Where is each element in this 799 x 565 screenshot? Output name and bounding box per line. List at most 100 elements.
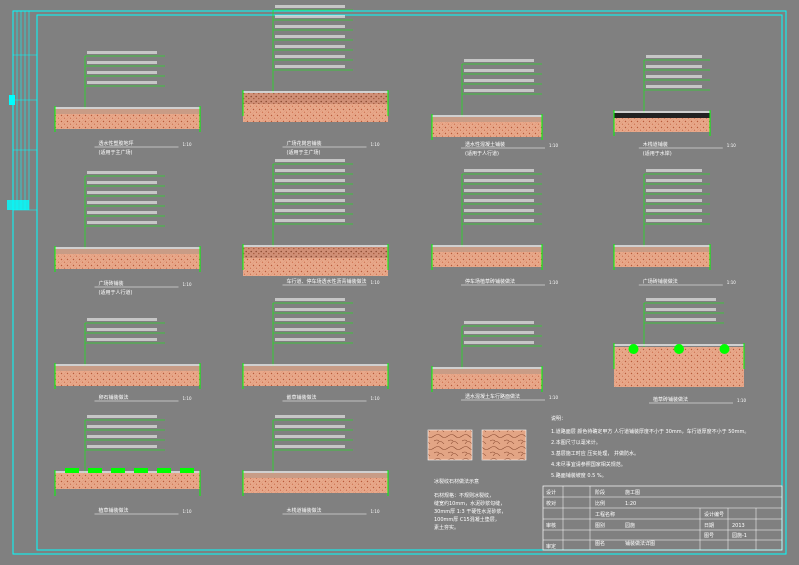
leader-text-mark (275, 169, 345, 172)
section-title: 木栈道铺装做法 (287, 507, 322, 514)
base-layer (55, 254, 200, 269)
surface-layer (55, 109, 200, 114)
block-symbol (88, 468, 102, 473)
leader-text-mark (464, 59, 534, 62)
stone-note-title: 冰裂纹石材做法示意 (434, 478, 479, 485)
section-scale: 1:10 (727, 143, 736, 148)
leader-text-mark (646, 55, 702, 58)
leader-text-mark (87, 425, 157, 428)
section-scale: 1:10 (549, 143, 558, 148)
surface-layer (614, 247, 710, 252)
section-scale: 1:10 (727, 280, 736, 285)
grass-symbol (628, 344, 639, 354)
section-scale: 1:10 (737, 398, 746, 403)
section-subtitle: (适用于人行道) (465, 150, 499, 157)
leader-text-mark (275, 338, 345, 341)
surface-layer (243, 473, 388, 478)
gravel-layer (243, 93, 388, 104)
section-title: 广场砖铺装 (99, 280, 124, 287)
leader-text-mark (275, 415, 345, 418)
stone-sample-b (481, 429, 527, 461)
note-line: 1.道路面层 颜色待确定甲方 人行道铺装厚度不小于 30mm，车行道厚度不小于 … (551, 428, 749, 435)
outer-frame (12, 10, 787, 555)
tb-label: 审核 (546, 522, 556, 529)
tb-label: 审定 (546, 543, 556, 550)
leader-text-mark (464, 331, 534, 334)
stone-note-line: 100mm厚 C15混凝土垫层， (434, 516, 500, 523)
deck-layer (614, 113, 710, 118)
section-title: 透水性混凝土铺装 (465, 141, 505, 148)
leader-text-mark (87, 445, 157, 448)
leader-text-mark (275, 435, 345, 438)
note-line: 4.未尽事宜请参照国家相关规范。 (551, 461, 626, 468)
leader-text-mark (275, 209, 345, 212)
leader-text-mark (87, 191, 157, 194)
leader-text-mark (275, 298, 345, 301)
leader-text-mark (464, 89, 534, 92)
section-subtitle: (适用于人行道) (99, 289, 133, 296)
leader-text-mark (646, 219, 702, 222)
leader-text-mark (275, 445, 345, 448)
base-layer (55, 371, 200, 386)
leader-text-mark (87, 81, 157, 84)
leader-text-mark (87, 221, 157, 224)
section-title: 卵石铺装做法 (99, 394, 129, 401)
section-title: 透水混凝土车行路面做法 (465, 393, 520, 400)
block-symbol (157, 468, 171, 473)
section-title: 车行道、停车场透水性沥青铺装做法 (287, 278, 367, 285)
leader-text-mark (646, 85, 702, 88)
note-line: 3.基层施工时应 压实处理， 并做防水。 (551, 450, 639, 457)
leader-text-mark (464, 209, 534, 212)
base-layer (432, 374, 542, 389)
leader-text-mark (87, 338, 157, 341)
tb-stage-value: 施工图 (625, 489, 640, 496)
notes-heading: 说明： (551, 415, 566, 422)
leader-text-mark (275, 219, 345, 222)
leader-text-mark (87, 318, 157, 321)
section-title: 广场花岗岩铺装 (287, 140, 322, 147)
notes-block: 说明： 1.道路面层 颜色待确定甲方 人行道铺装厚度不小于 30mm，车行道厚度… (551, 415, 749, 479)
leader-text-mark (646, 179, 702, 182)
leader-text-mark (87, 181, 157, 184)
stone-note-line: 30mm厚 1:3 干硬性水泥砂浆， (434, 508, 506, 515)
inner-frame (36, 14, 783, 551)
base-layer (243, 104, 388, 122)
leader-text-mark (646, 308, 716, 311)
tb-sheet-label: 图号 (704, 533, 714, 539)
leader-text-mark (464, 199, 534, 202)
leader-text-mark (275, 15, 345, 18)
section-scale: 1:10 (371, 280, 380, 285)
leader-text-mark (275, 65, 345, 68)
tb-sheet-value: 园施-1 (732, 532, 747, 539)
leader-text-mark (646, 169, 702, 172)
leader-text-mark (87, 211, 157, 214)
leader-text-mark (275, 5, 345, 8)
section-subtitle: (适用于主广场) (287, 149, 321, 156)
grass-symbol (674, 344, 684, 354)
section-title: 透水性塑胶地坪 (99, 140, 134, 147)
section-title: 广场砖铺装做法 (643, 278, 678, 285)
section-scale: 1:10 (183, 509, 192, 514)
leader-text-mark (646, 199, 702, 202)
section-title: 嵌草铺装做法 (287, 394, 317, 401)
base-layer (243, 478, 388, 493)
leader-text-mark (646, 65, 702, 68)
leader-text-mark (275, 199, 345, 202)
section-scale: 1:10 (549, 280, 558, 285)
tb-stage-label: 阶段 (595, 489, 605, 496)
leader-text-mark (275, 308, 345, 311)
leader-text-mark (275, 189, 345, 192)
leader-text-mark (275, 179, 345, 182)
tb-phase-value: 园施 (625, 522, 635, 529)
surface-layer (55, 249, 200, 254)
surface-layer (432, 117, 542, 122)
section-scale: 1:10 (371, 142, 380, 147)
leader-text-mark (275, 328, 345, 331)
leader-text-mark (464, 341, 534, 344)
tb-drawing-name-label: 图名 (595, 540, 605, 547)
leader-text-mark (275, 159, 345, 162)
note-line: 5.路面铺装坡度 0.5 %。 (551, 472, 607, 479)
stone-note-line: 缝宽约10mm，水泥砂浆勾缝， (434, 500, 505, 507)
